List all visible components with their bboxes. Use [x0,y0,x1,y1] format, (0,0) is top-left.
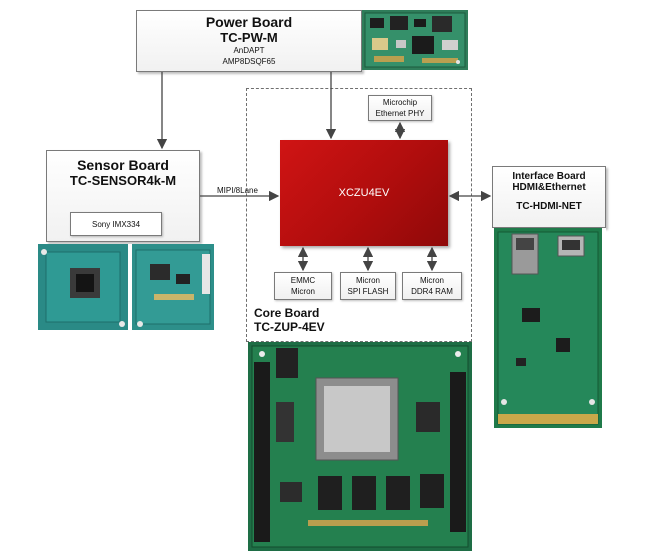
image-sensor-box: Sony IMX334 [70,212,162,236]
fpga-label: XCZU4EV [338,187,390,199]
emmc-vendor: Micron [290,287,315,296]
core-board-title: Core Board [254,306,320,320]
core-board-model: TC-ZUP-4EV [254,320,325,334]
power-board-box: Power Board TC-PW-M AnDAPT AMP8DSQF65 [136,10,362,72]
emmc-label: EMMC [290,276,316,285]
spi-flash-label: SPI FLASH [347,287,389,296]
sensor-board-photo [36,244,216,332]
sensor-board-model: TC-SENSOR4k-M [69,173,177,188]
power-board-chip-amp: AMP8DSQF65 [222,57,276,66]
spi-flash-box: Micron SPI FLASH [340,272,396,300]
power-board-model: TC-PW-M [220,30,278,45]
power-board-title: Power Board [205,14,293,30]
ddr4-box: Micron DDR4 RAM [402,272,462,300]
interface-board-model: TC-HDMI-NET [516,201,582,212]
ddr4-vendor: Micron [419,276,444,285]
ethernet-phy-box: Microchip Ethernet PHY [368,95,432,121]
ethernet-phy-vendor: Microchip [382,98,418,107]
core-board-outline [246,88,472,342]
ethernet-phy-label: Ethernet PHY [375,109,425,118]
interface-board-subtitle: HDMI&Ethernet [512,182,586,193]
core-board-photo [248,342,472,551]
image-sensor-label: Sony IMX334 [91,219,141,229]
core-board-label: Core Board TC-ZUP-4EV [254,306,374,334]
interface-board-box: Interface Board HDMI&Ethernet TC-HDMI-NE… [492,166,606,228]
sensor-board-title: Sensor Board [77,157,169,173]
emmc-box: EMMC Micron [274,272,332,300]
mipi-link-label: MIPI/8Lane [217,186,258,195]
power-board-chip-andapt: AnDAPT [233,46,265,55]
power-board-photo [362,10,468,70]
interface-board-photo [492,228,606,432]
fpga-chip: XCZU4EV [280,140,448,246]
spi-flash-vendor: Micron [355,276,380,285]
ddr4-label: DDR4 RAM [411,287,453,296]
interface-board-title: Interface Board [512,171,586,182]
